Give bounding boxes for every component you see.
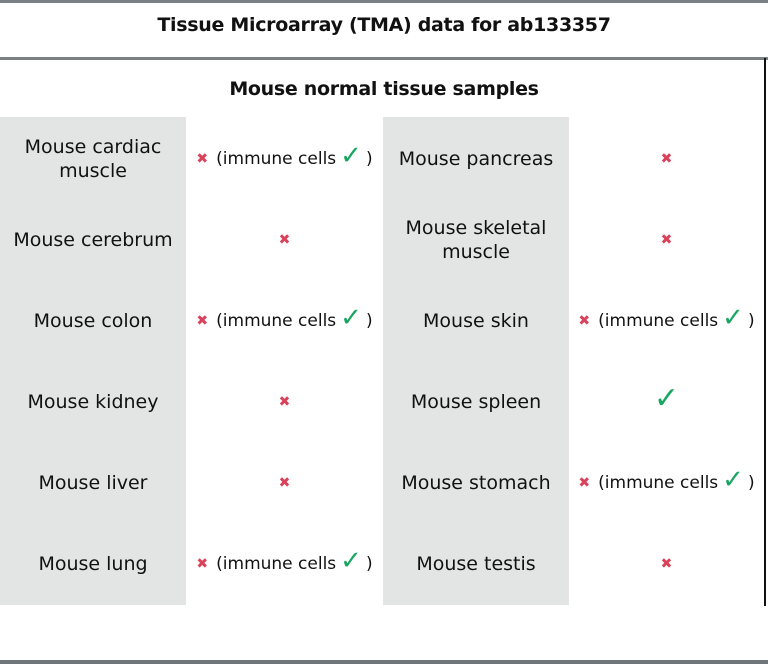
open-paren: ( — [216, 553, 223, 574]
tissue-name: Mouse skin — [423, 309, 529, 332]
left-label-column — [0, 117, 186, 605]
tissue-result: ✓ — [569, 361, 764, 442]
open-paren: ( — [216, 310, 223, 331]
check-icon: ✓ — [653, 380, 680, 416]
immune-cells-label: immune cells — [222, 148, 337, 169]
cross-icon: ✖ — [578, 474, 591, 491]
open-paren: ( — [598, 472, 605, 493]
cross-icon: ✖ — [660, 555, 673, 572]
cross-icon: ✖ — [196, 312, 209, 329]
check-icon: ✓ — [722, 302, 744, 333]
cross-icon: ✖ — [278, 474, 291, 491]
tissue-result: ✖ (immune cells✓) — [569, 280, 764, 361]
tissue-name: Mouse stomach — [401, 471, 551, 494]
immune-cells-label: immune cells — [604, 310, 719, 331]
open-paren: ( — [216, 148, 223, 169]
close-paren: ) — [365, 148, 373, 169]
tissue-name: Mouse liver — [38, 471, 148, 494]
immune-cells-label: immune cells — [222, 553, 337, 574]
close-paren: ) — [365, 553, 373, 574]
right-label-column — [383, 117, 569, 605]
cross-icon: ✖ — [278, 231, 291, 248]
cross-icon: ✖ — [196, 555, 209, 572]
cross-icon: ✖ — [660, 231, 673, 248]
cross-icon: ✖ — [278, 393, 291, 410]
tissue-name: Mouse lung — [38, 552, 148, 575]
top-rule — [0, 0, 768, 3]
tissue-name: Mouse kidney — [27, 390, 159, 413]
tissue-result: ✖ (immune cells✓) — [569, 442, 764, 523]
divider — [0, 57, 768, 60]
tissue-name: Mouse cerebrum — [13, 228, 173, 251]
cross-icon: ✖ — [578, 312, 591, 329]
tissue-result: ✖ — [569, 118, 764, 199]
tissue-name: Mouse colon — [33, 309, 153, 332]
close-paren: ) — [747, 310, 755, 331]
open-paren: ( — [598, 310, 605, 331]
immune-cells-label: immune cells — [604, 472, 719, 493]
tissue-result: ✖ (immune cells✓) — [186, 523, 383, 604]
cross-icon: ✖ — [196, 150, 209, 167]
tissue-result: ✖ (immune cells✓) — [186, 280, 383, 361]
page-title: Tissue Microarray (TMA) data for ab13335… — [157, 14, 611, 36]
table-right-border — [764, 58, 766, 606]
tissue-result: ✖ — [569, 199, 764, 280]
table-subtitle: Mouse normal tissue samples — [229, 78, 539, 100]
tissue-result: ✖ — [186, 442, 383, 523]
tissue-name: Mouse cardiac muscle — [24, 135, 162, 182]
check-icon: ✓ — [340, 302, 362, 333]
cross-icon: ✖ — [660, 150, 673, 167]
tissue-result: ✖ — [186, 199, 383, 280]
immune-cells-label: immune cells — [222, 310, 337, 331]
close-paren: ) — [747, 472, 755, 493]
tissue-result: ✖ (immune cells✓) — [186, 118, 383, 199]
check-icon: ✓ — [722, 464, 744, 495]
bottom-rule — [0, 660, 768, 664]
tissue-name: Mouse pancreas — [398, 147, 554, 170]
tissue-name: Mouse spleen — [410, 390, 542, 413]
tissue-result: ✖ — [186, 361, 383, 442]
tissue-name: Mouse skeletal muscle — [405, 216, 547, 263]
tissue-result: ✖ — [569, 523, 764, 604]
check-icon: ✓ — [340, 545, 362, 576]
tissue-name: Mouse testis — [416, 552, 536, 575]
close-paren: ) — [365, 310, 373, 331]
check-icon: ✓ — [340, 140, 362, 171]
